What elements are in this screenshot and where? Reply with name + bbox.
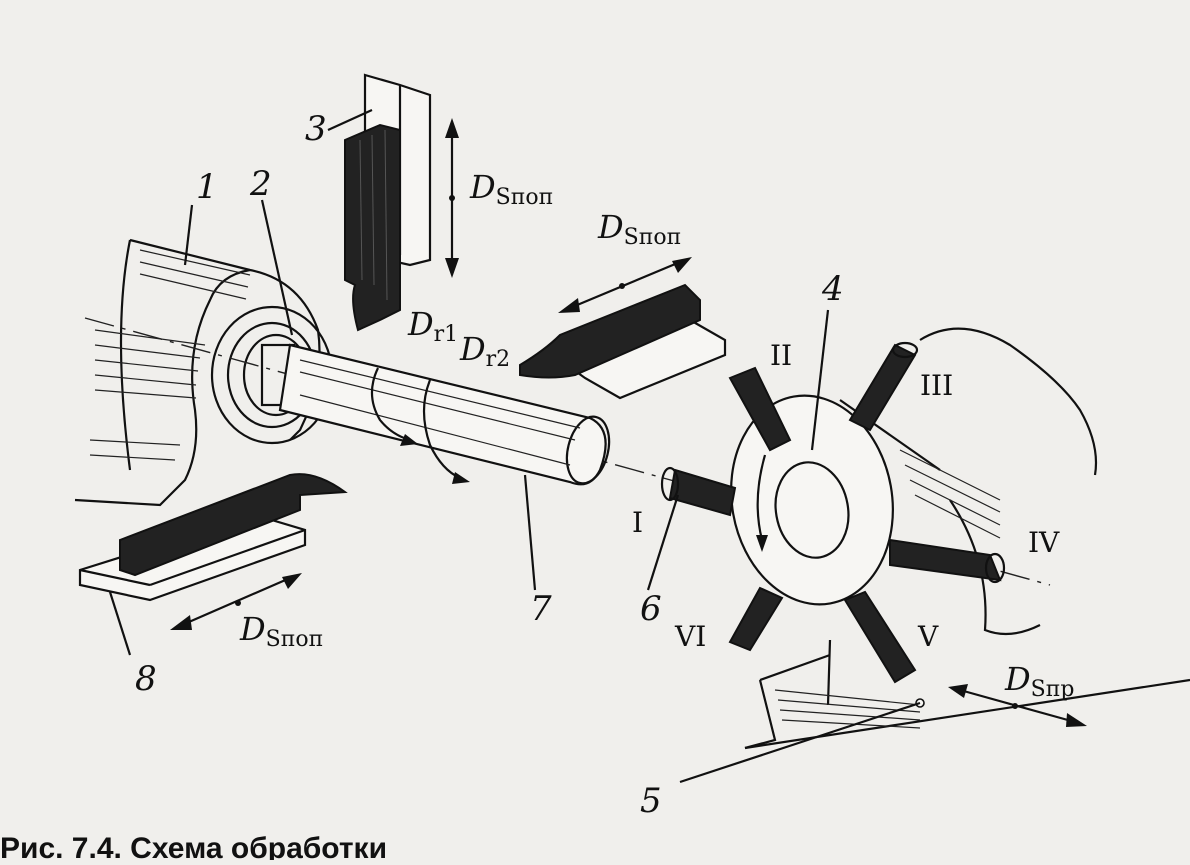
motion-symbol: D [459,330,486,368]
tool-III [848,341,919,432]
svg-text:DSпоп: DSпоп [597,208,681,250]
motion-subscript: r2 [486,347,511,372]
turret-rotation-arrowhead [756,535,768,552]
motion-symbol: D [239,610,266,648]
label-2: 2 [249,164,272,204]
motion-subscript: r1 [434,322,459,347]
motion-label-vertical: DSпоп [469,168,553,210]
motion-label-r2: Dr2 [459,330,510,372]
svg-text:Dr2: Dr2 [459,330,510,372]
motion-symbol: D [597,208,624,246]
motion-symbol: D [1004,660,1031,698]
svg-text:Dr1: Dr1 [407,305,458,347]
figure-caption: Рис. 7.4. Схема обработки [0,832,387,860]
rotation-arrowhead [400,434,418,446]
position-VI: VI [674,620,706,653]
label-6: 6 [640,589,662,629]
motion-label-longitudinal: DSпр [1004,660,1074,702]
motion-symbol: D [407,305,434,343]
position-II: II [770,339,792,372]
motion-subscript: Sпр [1031,677,1075,702]
position-I: I [632,506,643,539]
tool-V [843,590,917,684]
rear-feed-arrow [569,260,681,310]
turret [730,327,1098,636]
position-V: V [917,620,939,653]
motion-subscript: Sпоп [496,185,554,210]
front-cross-slide [78,473,348,630]
tool-II [728,366,792,452]
label-8: 8 [135,659,157,699]
svg-text:DSпр: DSпр [1004,660,1074,702]
label-4: 4 [821,269,844,309]
label-3: 3 [305,109,327,149]
svg-text:DSпоп: DSпоп [239,610,323,652]
position-III: III [920,369,953,402]
motion-label-rear: DSпоп [597,208,681,250]
label-1: 1 [196,167,218,207]
rotation-arrowhead [452,472,470,484]
tool-IV [889,538,1006,584]
vertical-slide [344,73,459,332]
motion-subscript: Sпоп [624,225,682,250]
turret-slide [679,639,1190,784]
workpiece [278,343,611,486]
leader-lines [108,108,830,656]
tool-VI [728,586,784,652]
motion-label-r1: Dr1 [407,305,458,347]
label-7: 7 [530,589,552,629]
rear-cross-slide [519,257,727,400]
svg-text:DSпоп: DSпоп [469,168,553,210]
motion-symbol: D [469,168,496,206]
turret-tools [660,341,1006,684]
label-5: 5 [640,781,662,821]
motion-label-front: DSпоп [239,610,323,652]
position-IV: IV [1028,526,1060,559]
tool-I [660,466,737,517]
motion-subscript: Sпоп [266,627,324,652]
